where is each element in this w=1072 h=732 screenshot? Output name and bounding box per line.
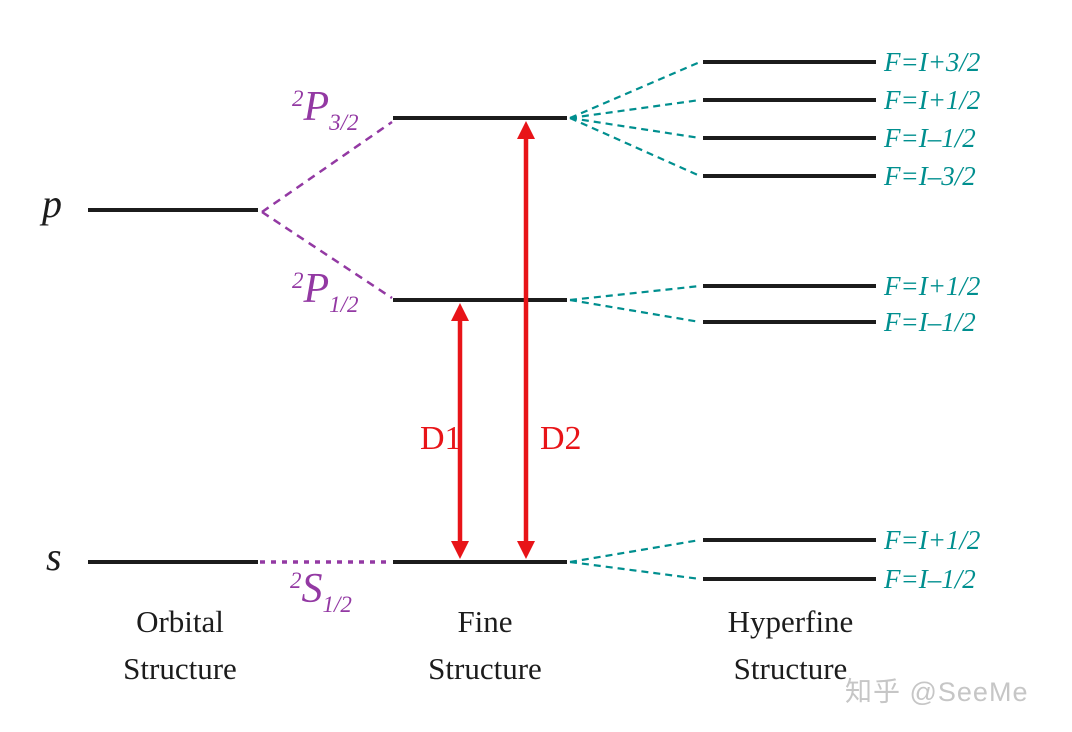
term-2p32-superscript: 2 — [292, 86, 304, 111]
s-orbital-label: s — [46, 534, 62, 579]
hf-label-p32-f-plus-12: F=I+1/2 — [884, 85, 981, 115]
caption-fine-line2: Structure — [428, 651, 542, 686]
p-to-p32-connector — [261, 120, 393, 214]
d1-arrowhead-bottom — [451, 541, 469, 559]
d1-arrowhead-top — [451, 303, 469, 321]
hf-label-p32-f-plus-32: F=I+3/2 — [884, 47, 981, 77]
caption-fine-line1: Fine — [457, 604, 513, 639]
caption-hyperfine-line2: Structure — [733, 651, 848, 686]
hf-label-s12-f-minus-12: F=I–1/2 — [884, 564, 976, 594]
caption-orbital-line1: Orbital — [136, 604, 224, 639]
hf-label-s12-f-plus-12: F=I+1/2 — [884, 525, 981, 555]
term-2p32-subscript: 3/2 — [329, 110, 359, 135]
term-2s12-subscript: 1/2 — [322, 592, 352, 617]
p32-to-hf4-connector — [569, 116, 701, 178]
term-2p12-subscript: 1/2 — [329, 292, 359, 317]
d2-arrowhead-bottom — [517, 541, 535, 559]
caption-hyperfine-structure: Hyperfine Structure — [698, 598, 883, 692]
p-to-p12-connector — [261, 210, 393, 300]
term-2s12-letter: S — [301, 566, 323, 612]
term-2p12-superscript: 2 — [292, 268, 304, 293]
watermark-text: 知乎 @SeeMe — [845, 677, 1029, 707]
p12-to-hf2-connector — [569, 298, 701, 324]
d1-transition-label: D1 — [420, 420, 462, 457]
term-symbol-2p12: 2P1/2 — [292, 266, 359, 316]
caption-orbital-line2: Structure — [123, 651, 237, 686]
p32-to-hf2-connector — [569, 98, 701, 120]
hf-label-p12-f-plus-12: F=I+1/2 — [884, 271, 981, 301]
caption-orbital-structure: Orbital Structure — [95, 598, 265, 692]
d2-arrowhead-top — [517, 121, 535, 139]
hf-label-p12-f-minus-12: F=I–1/2 — [884, 307, 976, 337]
term-2p32-letter: P — [303, 84, 330, 130]
s12-to-hf2-connector — [569, 560, 701, 581]
term-symbol-2p32: 2P3/2 — [292, 84, 359, 134]
d2-transition-label: D2 — [540, 420, 582, 457]
caption-fine-structure: Fine Structure — [400, 598, 570, 692]
p12-to-hf1-connector — [569, 284, 701, 302]
caption-hyperfine-line1: Hyperfine — [727, 604, 854, 639]
p32-to-hf3-connector — [569, 116, 701, 140]
s12-to-hf1-connector — [569, 538, 701, 564]
hf-label-p32-f-minus-12: F=I–1/2 — [884, 123, 976, 153]
hf-label-p32-f-minus-32: F=I–3/2 — [884, 161, 976, 191]
term-2p12-letter: P — [303, 266, 330, 312]
p-orbital-label: p — [42, 181, 62, 226]
term-symbol-2s12: 2S1/2 — [290, 566, 352, 616]
term-2s12-superscript: 2 — [290, 568, 302, 593]
